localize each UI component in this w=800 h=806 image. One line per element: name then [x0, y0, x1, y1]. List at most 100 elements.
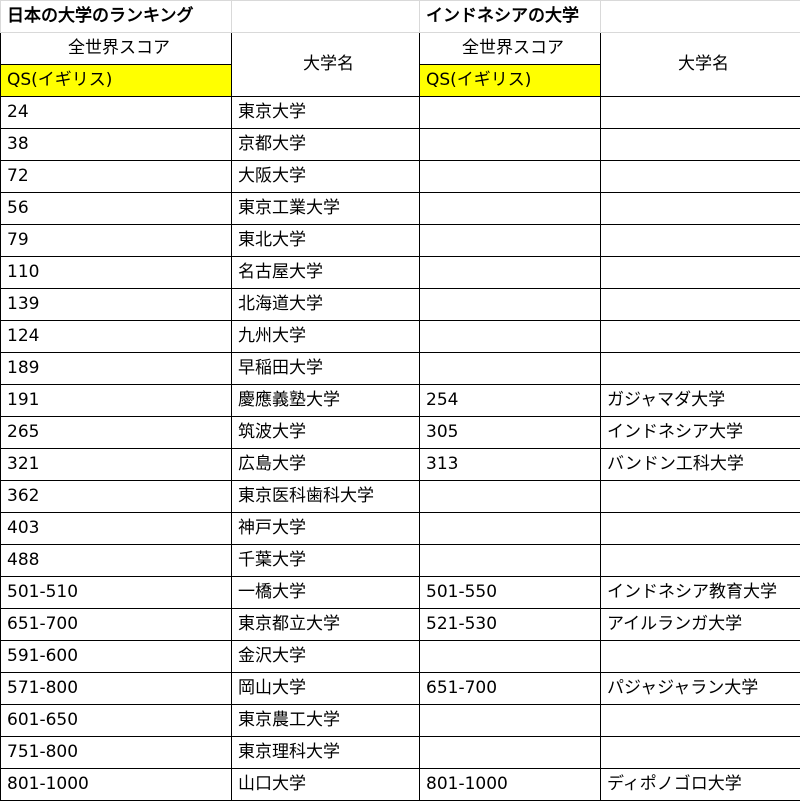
empty-cell[interactable] — [600, 0, 800, 33]
jp-rank-cell[interactable]: 189 — [0, 352, 232, 385]
jp-university-cell[interactable]: 東京都立大学 — [231, 608, 420, 641]
jp-university-cell[interactable]: 山口大学 — [231, 768, 420, 801]
id-university-cell[interactable]: バンドン工科大学 — [600, 448, 800, 481]
jp-university-cell[interactable]: 神戸大学 — [231, 512, 420, 545]
id-rank-cell[interactable]: 651-700 — [419, 672, 601, 705]
id-university-cell[interactable] — [600, 704, 800, 737]
jp-rank-cell[interactable]: 265 — [0, 416, 232, 449]
id-rank-cell[interactable] — [419, 320, 601, 353]
jp-rank-cell[interactable]: 403 — [0, 512, 232, 545]
jp-rank-cell[interactable]: 56 — [0, 192, 232, 225]
id-rank-cell[interactable]: 305 — [419, 416, 601, 449]
jp-university-cell[interactable]: 早稲田大学 — [231, 352, 420, 385]
id-rank-cell[interactable] — [419, 480, 601, 513]
id-university-cell[interactable] — [600, 736, 800, 769]
jp-rank-cell[interactable]: 601-650 — [0, 704, 232, 737]
jp-university-cell[interactable]: 一橋大学 — [231, 576, 420, 609]
id-rank-cell[interactable] — [419, 256, 601, 289]
jp-university-cell[interactable]: 岡山大学 — [231, 672, 420, 705]
id-rank-cell[interactable] — [419, 352, 601, 385]
id-university-cell[interactable] — [600, 288, 800, 321]
id-university-cell[interactable] — [600, 640, 800, 673]
id-university-cell[interactable] — [600, 256, 800, 289]
jp-rank-cell[interactable]: 362 — [0, 480, 232, 513]
id-university-cell[interactable]: パジャジャラン大学 — [600, 672, 800, 705]
id-university-cell[interactable] — [600, 224, 800, 257]
id-rank-cell[interactable] — [419, 640, 601, 673]
japan-ranking-title[interactable]: 日本の大学のランキング — [0, 0, 232, 33]
id-university-name-header[interactable]: 大学名 — [600, 32, 800, 97]
id-world-score-header[interactable]: 全世界スコア — [419, 32, 601, 65]
empty-cell[interactable] — [231, 0, 420, 33]
jp-rank-cell[interactable]: 651-700 — [0, 608, 232, 641]
jp-university-cell[interactable]: 筑波大学 — [231, 416, 420, 449]
jp-rank-cell[interactable]: 124 — [0, 320, 232, 353]
id-university-cell[interactable]: アイルランガ大学 — [600, 608, 800, 641]
jp-rank-cell[interactable]: 591-600 — [0, 640, 232, 673]
jp-university-cell[interactable]: 東京医科歯科大学 — [231, 480, 420, 513]
id-qs-header[interactable]: QS(イギリス) — [419, 64, 601, 97]
id-rank-cell[interactable] — [419, 224, 601, 257]
id-rank-cell[interactable] — [419, 288, 601, 321]
id-rank-cell[interactable] — [419, 96, 601, 129]
jp-rank-cell[interactable]: 191 — [0, 384, 232, 417]
id-rank-cell[interactable] — [419, 544, 601, 577]
id-rank-cell[interactable]: 313 — [419, 448, 601, 481]
jp-university-cell[interactable]: 名古屋大学 — [231, 256, 420, 289]
id-university-cell[interactable] — [600, 160, 800, 193]
jp-rank-cell[interactable]: 501-510 — [0, 576, 232, 609]
jp-university-cell[interactable]: 金沢大学 — [231, 640, 420, 673]
id-university-cell[interactable] — [600, 512, 800, 545]
id-rank-cell[interactable] — [419, 160, 601, 193]
jp-university-cell[interactable]: 広島大学 — [231, 448, 420, 481]
jp-university-cell[interactable]: 千葉大学 — [231, 544, 420, 577]
jp-rank-cell[interactable]: 79 — [0, 224, 232, 257]
id-university-cell[interactable]: ガジャマダ大学 — [600, 384, 800, 417]
id-university-cell[interactable] — [600, 480, 800, 513]
jp-university-cell[interactable]: 東北大学 — [231, 224, 420, 257]
id-rank-cell[interactable] — [419, 704, 601, 737]
id-university-cell[interactable] — [600, 352, 800, 385]
jp-rank-cell[interactable]: 72 — [0, 160, 232, 193]
id-rank-cell[interactable] — [419, 192, 601, 225]
id-university-cell[interactable] — [600, 544, 800, 577]
jp-university-cell[interactable]: 東京大学 — [231, 96, 420, 129]
jp-rank-cell[interactable]: 571-800 — [0, 672, 232, 705]
jp-rank-cell[interactable]: 24 — [0, 96, 232, 129]
jp-university-cell[interactable]: 九州大学 — [231, 320, 420, 353]
jp-rank-cell[interactable]: 751-800 — [0, 736, 232, 769]
id-rank-cell[interactable]: 501-550 — [419, 576, 601, 609]
jp-university-cell[interactable]: 東京農工大学 — [231, 704, 420, 737]
id-rank-cell[interactable] — [419, 512, 601, 545]
id-rank-cell[interactable] — [419, 736, 601, 769]
jp-university-cell[interactable]: 東京工業大学 — [231, 192, 420, 225]
id-university-cell[interactable]: インドネシア教育大学 — [600, 576, 800, 609]
jp-university-name-header[interactable]: 大学名 — [231, 32, 420, 97]
jp-rank-cell[interactable]: 801-1000 — [0, 768, 232, 801]
id-rank-cell[interactable]: 521-530 — [419, 608, 601, 641]
id-university-cell[interactable] — [600, 128, 800, 161]
jp-world-score-header[interactable]: 全世界スコア — [0, 32, 232, 65]
jp-university-cell[interactable]: 北海道大学 — [231, 288, 420, 321]
id-university-cell[interactable] — [600, 192, 800, 225]
jp-rank-cell[interactable]: 321 — [0, 448, 232, 481]
id-rank-cell[interactable] — [419, 128, 601, 161]
id-university-cell[interactable] — [600, 320, 800, 353]
jp-rank-cell[interactable]: 139 — [0, 288, 232, 321]
id-university-cell[interactable] — [600, 96, 800, 129]
jp-university-cell[interactable]: 東京理科大学 — [231, 736, 420, 769]
jp-qs-header[interactable]: QS(イギリス) — [0, 64, 232, 97]
jp-rank-cell[interactable]: 488 — [0, 544, 232, 577]
indonesia-ranking-title[interactable]: インドネシアの大学 — [419, 0, 601, 33]
id-rank-cell[interactable]: 801-1000 — [419, 768, 601, 801]
title-row: 日本の大学のランキング インドネシアの大学 — [0, 0, 800, 33]
id-university-cell[interactable]: ディポノゴロ大学 — [600, 768, 800, 801]
jp-rank-cell[interactable]: 38 — [0, 128, 232, 161]
id-university-cell[interactable]: インドネシア大学 — [600, 416, 800, 449]
jp-university-cell[interactable]: 大阪大学 — [231, 160, 420, 193]
jp-university-cell[interactable]: 京都大学 — [231, 128, 420, 161]
jp-rank-cell[interactable]: 110 — [0, 256, 232, 289]
id-rank-cell[interactable]: 254 — [419, 384, 601, 417]
jp-university-cell[interactable]: 慶應義塾大学 — [231, 384, 420, 417]
